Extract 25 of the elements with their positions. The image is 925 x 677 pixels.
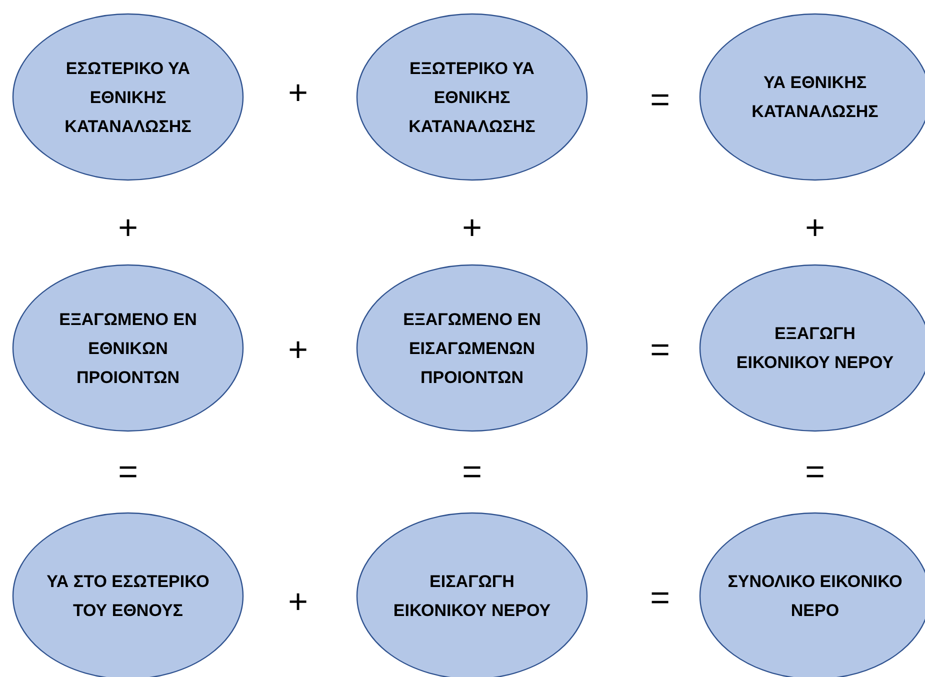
node-label: ΣΥΝΟΛΙΚΟ ΕΙΚΟΝΙΚΟ ΝΕΡΟ [727,571,903,622]
operator-sign: + [287,585,309,619]
operator-sign: = [649,581,671,615]
operator-sign: + [117,211,139,245]
operator-sign: = [804,455,826,489]
ellipse-node [356,264,588,432]
ellipse-node [12,13,244,181]
operator-sign: + [461,211,483,245]
operator-sign: + [287,76,309,110]
node-label: ΕΞΑΓΩΓΗ ΕΙΚΟΝΙΚΟΥ ΝΕΡΟΥ [735,323,895,374]
node-label: ΥΑ ΕΘΝΙΚΗΣ ΚΑΤΑΝΑΛΩΣΗΣ [750,72,880,123]
node-label: ΥΑ ΣΤΟ ΕΣΩΤΕΡΙΚΟ ΤΟΥ ΕΘΝΟΥΣ [46,571,210,622]
node-label: ΕΞΑΓΩΜΕΝΟ ΕΝ ΕΘΝΙΚΩΝ ΠΡΟΙΟΝΤΩΝ [58,308,198,388]
operator-sign: = [649,333,671,367]
operator-sign: + [804,211,826,245]
operator-sign: = [461,455,483,489]
operator-sign: + [287,333,309,367]
node-label: ΕΣΩΤΕΡΙΚΟ ΥΑ ΕΘΝΙΚΗΣ ΚΑΤΑΝΑΛΩΣΗΣ [64,58,192,138]
node-label: ΕΞΑΓΩΜΕΝΟ ΕΝ ΕΙΣΑΓΩΜΕΝΩΝ ΠΡΟΙΟΝΤΩΝ [402,308,542,388]
operator-sign: = [649,83,671,117]
ellipse-node [356,13,588,181]
node-label: ΕΞΩΤΕΡΙΚΟ ΥΑ ΕΘΝΙΚΗΣ ΚΑΤΑΝΑΛΩΣΗΣ [408,58,536,138]
ellipse-node [12,264,244,432]
node-label: ΕΙΣΑΓΩΓΗ ΕΙΚΟΝΙΚΟΥ ΝΕΡΟΥ [392,571,552,622]
operator-sign: = [117,455,139,489]
